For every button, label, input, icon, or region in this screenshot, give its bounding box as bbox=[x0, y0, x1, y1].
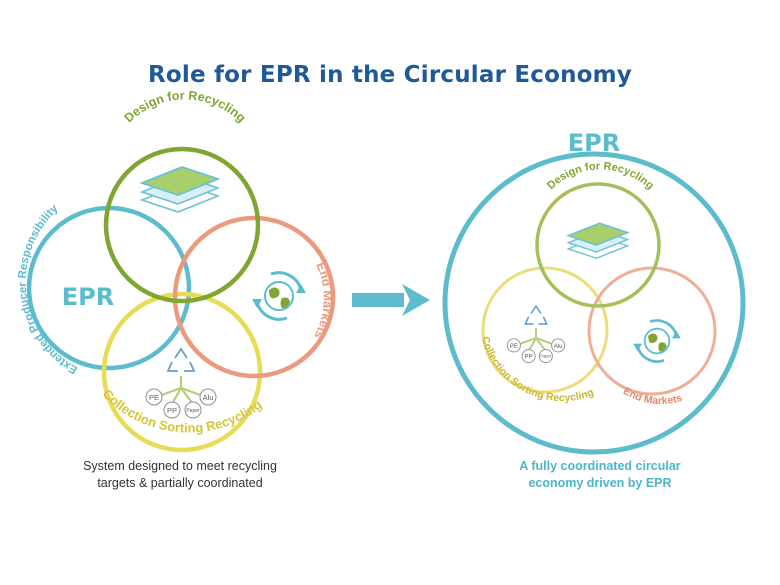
right-caption-line1: A fully coordinated circular bbox=[519, 459, 681, 473]
material-paper: Paper bbox=[184, 401, 202, 419]
layers-icon bbox=[566, 222, 630, 260]
left-caption-line2: targets & partially coordinated bbox=[97, 476, 263, 490]
left-caption: System designed to meet recycling target… bbox=[50, 458, 310, 492]
design-label: Design for Recycling bbox=[122, 88, 249, 125]
material-alu: Alu bbox=[199, 388, 217, 406]
design-circle bbox=[103, 146, 261, 304]
right-caption: A fully coordinated circular economy dri… bbox=[470, 458, 730, 492]
page-title: Role for EPR in the Circular Economy bbox=[147, 62, 633, 88]
svg-text:Alu: Alu bbox=[203, 393, 214, 402]
svg-text:PP: PP bbox=[167, 406, 177, 415]
left-venn: EPR Design for Recycling Extended Produc… bbox=[17, 88, 336, 453]
svg-text:PE: PE bbox=[149, 393, 159, 402]
end-markets-circle bbox=[172, 215, 336, 379]
design-circle-right bbox=[535, 182, 661, 308]
recycle-icon bbox=[166, 347, 196, 372]
epr-outer-label: EPR bbox=[568, 129, 620, 157]
right-venn: EPR Design for Recycling Collection Sort… bbox=[442, 129, 746, 455]
material-pe: PE bbox=[145, 388, 163, 406]
material-alu: Alu bbox=[551, 338, 566, 353]
collection-label-right: Collection Sorting Recycling bbox=[479, 335, 596, 404]
globe-recycle-icon bbox=[252, 271, 306, 321]
collection-circle bbox=[101, 291, 263, 453]
recycle-icon bbox=[524, 304, 548, 325]
material-pe: PE bbox=[506, 338, 521, 353]
epr-outer-circle bbox=[442, 151, 746, 455]
design-label-right: Design for Recycling bbox=[545, 160, 656, 192]
svg-text:PE: PE bbox=[510, 343, 518, 350]
material-paper: Paper bbox=[538, 349, 553, 364]
collection-label: Collection Sorting Recycling bbox=[100, 386, 265, 435]
materials-tree-right: PE Alu PP Paper bbox=[506, 304, 566, 364]
svg-text:PP: PP bbox=[525, 354, 533, 361]
left-caption-line1: System designed to meet recycling bbox=[83, 459, 277, 473]
collection-circle-right bbox=[481, 266, 609, 394]
arrow-right-icon bbox=[352, 284, 430, 316]
material-pp: PP bbox=[521, 349, 536, 364]
globe-recycle-icon bbox=[633, 319, 681, 363]
end-markets-label-right: End Markets bbox=[621, 385, 684, 407]
svg-text:Paper: Paper bbox=[540, 354, 552, 359]
right-caption-line2: economy driven by EPR bbox=[528, 476, 672, 490]
materials-tree: PE Alu PP Paper bbox=[145, 347, 217, 419]
svg-text:Alu: Alu bbox=[554, 343, 563, 350]
svg-text:Paper: Paper bbox=[186, 408, 200, 414]
end-markets-circle-right bbox=[587, 266, 717, 396]
layers-icon bbox=[139, 166, 221, 213]
material-pp: PP bbox=[163, 401, 181, 419]
epr-short-label: EPR bbox=[62, 283, 114, 311]
